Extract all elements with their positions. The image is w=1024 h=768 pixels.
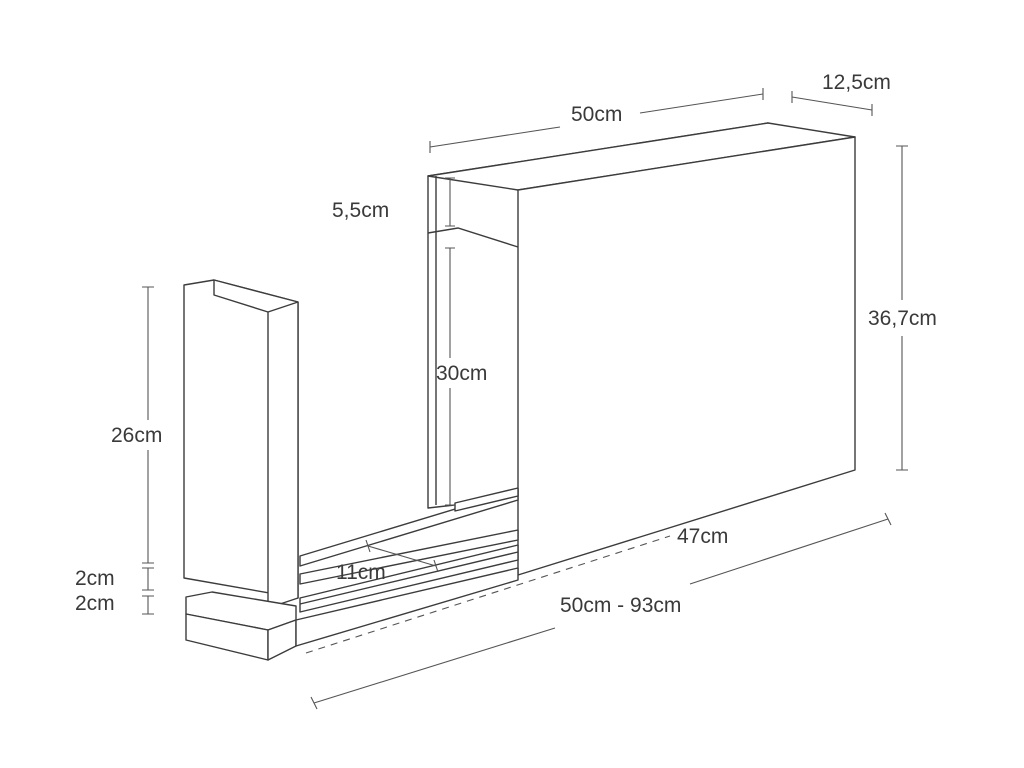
dim-side-height-line xyxy=(142,286,154,564)
dim-extend-range-line xyxy=(310,512,892,710)
side-panel-fold xyxy=(267,301,299,313)
label-inner-height: 30cm xyxy=(436,362,488,385)
dim-rail-length-line xyxy=(305,535,671,654)
dim-depth-line xyxy=(791,91,873,116)
dim-rail-width-line xyxy=(365,539,439,573)
dim-base-height-line xyxy=(142,595,154,615)
label-gap: 2cm xyxy=(75,567,115,590)
rail-inner-line xyxy=(299,551,519,605)
dim-gap-line xyxy=(142,567,154,591)
dim-inner-height-line xyxy=(445,247,455,506)
dim-top-length-line xyxy=(429,88,764,153)
main-box-front-panel xyxy=(517,136,856,576)
label-extend-range: 50cm - 93cm xyxy=(560,594,682,617)
side-panel xyxy=(183,279,299,609)
label-rail-length: 47cm xyxy=(677,525,729,548)
dim-total-height-line xyxy=(896,145,908,471)
main-box xyxy=(427,122,856,576)
label-side-height: 26cm xyxy=(111,424,163,447)
label-top-length: 50cm xyxy=(571,103,623,126)
base-foot xyxy=(185,567,519,661)
dimension-lines xyxy=(142,88,908,710)
label-depth: 12,5cm xyxy=(822,71,891,94)
label-top-gap: 5,5cm xyxy=(332,199,390,222)
telescopic-rails xyxy=(299,487,519,613)
label-total-height: 36,7cm xyxy=(868,307,937,330)
rail-tab xyxy=(454,487,519,512)
label-rail-width: 11cm xyxy=(336,561,386,584)
label-base-height: 2cm xyxy=(75,592,115,615)
main-box-inner-shelf xyxy=(427,227,519,248)
rail-middle xyxy=(299,529,519,585)
base-foot-bar xyxy=(295,567,519,647)
dim-top-gap-line xyxy=(445,177,455,227)
